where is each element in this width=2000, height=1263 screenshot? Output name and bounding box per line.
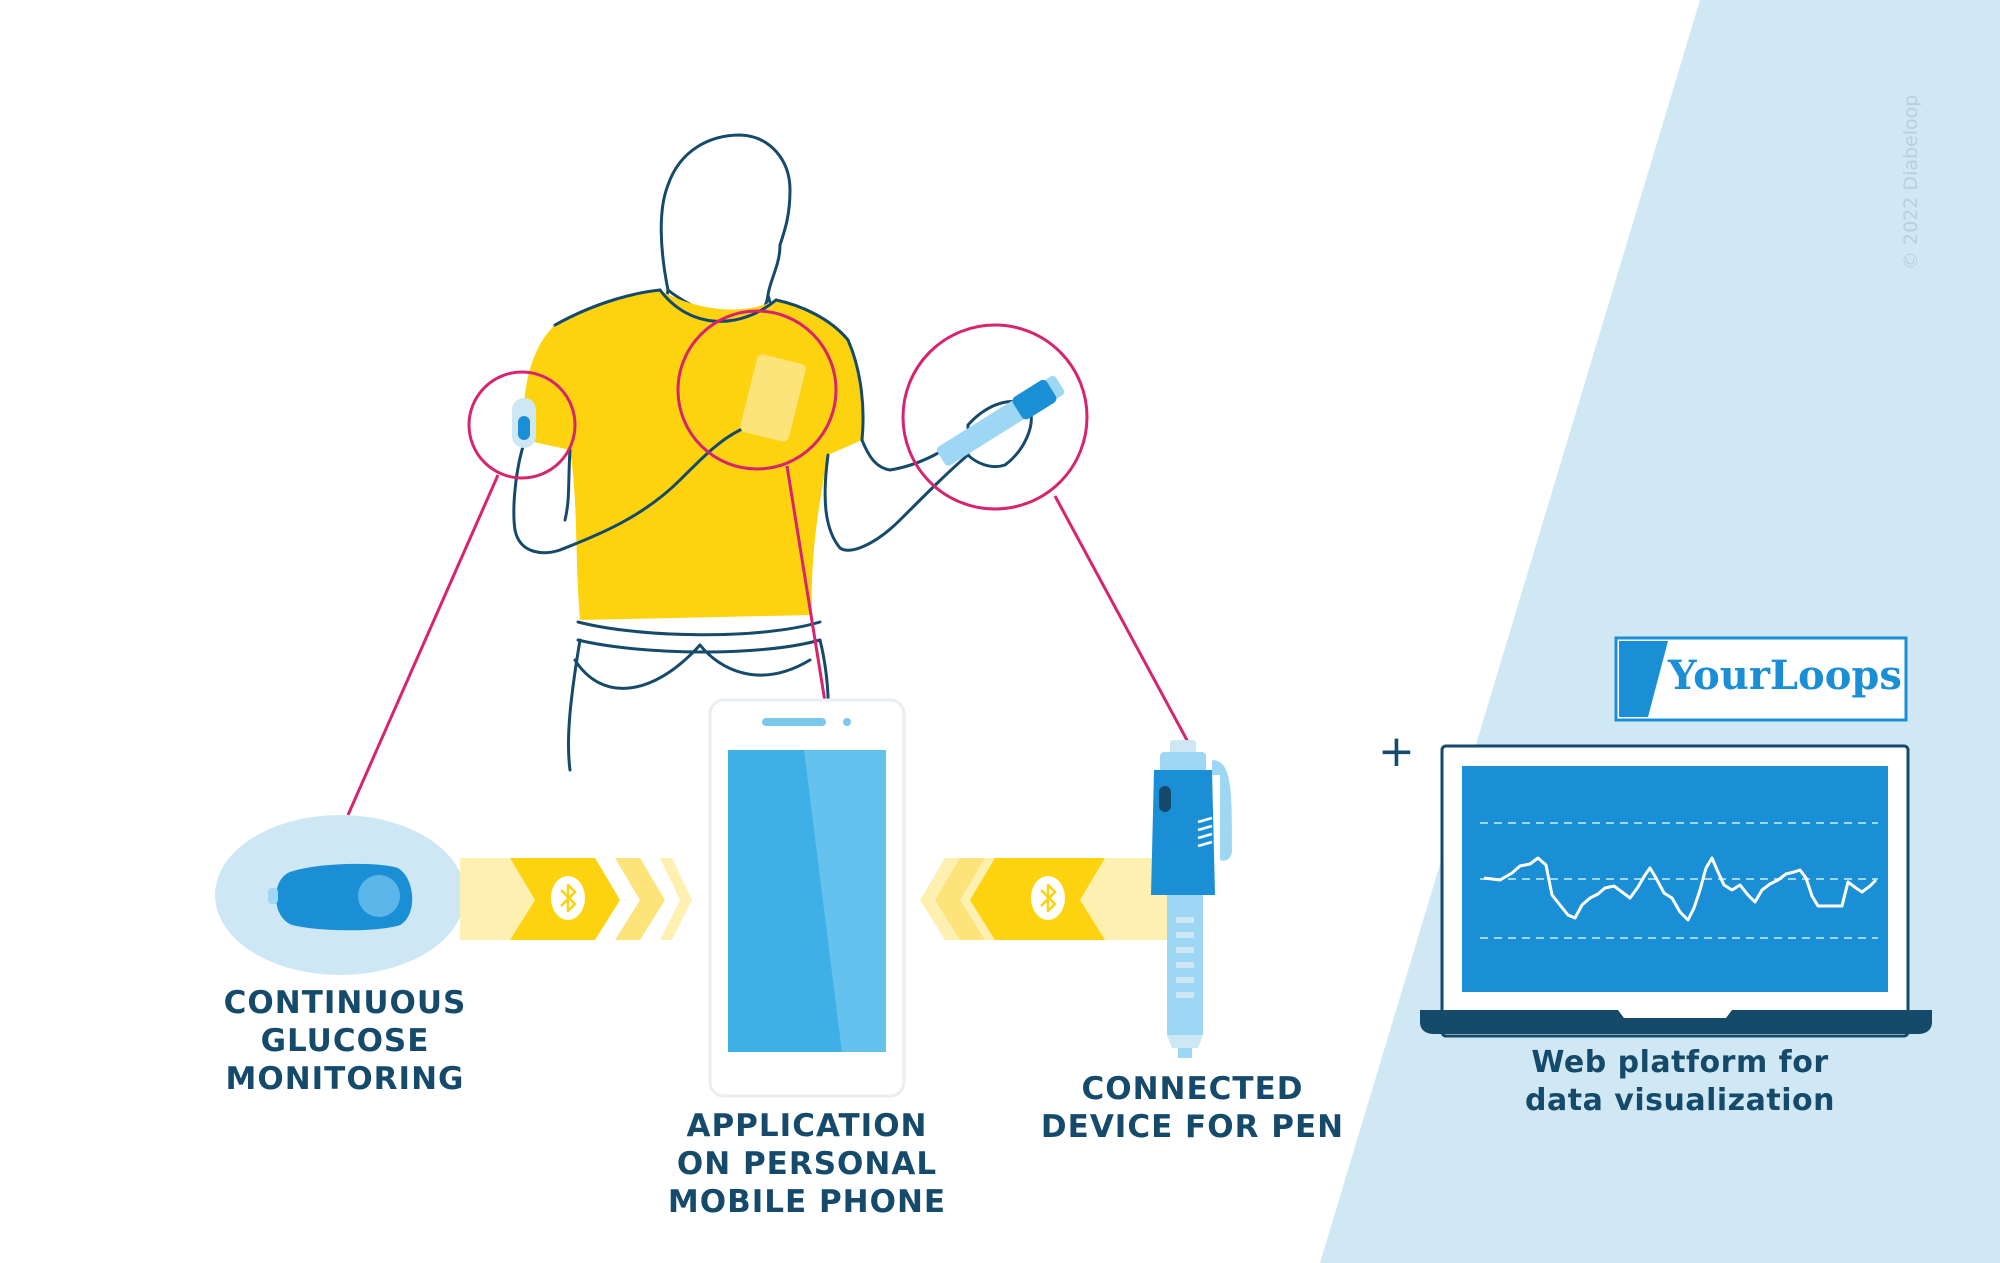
- label-web-line-1: Web platform for: [1531, 1045, 1829, 1080]
- label-app-line-1: APPLICATION: [686, 1108, 928, 1144]
- laptop: [1420, 744, 1932, 1038]
- label-pen: CONNECTED DEVICE FOR PEN: [1040, 1070, 1345, 1146]
- cgm-device-button: [358, 875, 400, 917]
- brand-name: YourLoops: [1668, 652, 1902, 699]
- label-cgm-line-3: MONITORING: [225, 1061, 465, 1097]
- label-web-line-2: data visualization: [1525, 1083, 1835, 1118]
- label-app-line-3: MOBILE PHONE: [667, 1184, 947, 1220]
- label-cgm: CONTINUOUS GLUCOSE MONITORING: [200, 984, 490, 1098]
- plus-icon: +: [1378, 726, 1415, 777]
- bluetooth-icon: [1031, 876, 1065, 920]
- copyright-text: © 2022 Diabeloop: [1900, 94, 1922, 270]
- cgm-device-tip: [268, 888, 278, 904]
- label-cgm-line-2: GLUCOSE: [260, 1023, 430, 1059]
- mobile-phone: [708, 698, 906, 1098]
- label-cgm-line-1: CONTINUOUS: [223, 985, 467, 1021]
- bluetooth-icon: [551, 876, 585, 920]
- label-app: APPLICATION ON PERSONAL MOBILE PHONE: [652, 1107, 962, 1221]
- yourloops-logo: [1614, 636, 1908, 722]
- label-pen-line-1: CONNECTED: [1081, 1071, 1304, 1107]
- label-web: Web platform for data visualization: [1510, 1044, 1850, 1120]
- label-pen-line-2: DEVICE FOR PEN: [1040, 1109, 1345, 1145]
- hand-pen: [936, 375, 1065, 466]
- insulin-pen: [1151, 740, 1232, 1058]
- label-app-line-2: ON PERSONAL: [676, 1146, 938, 1182]
- arm-sensor-dot: [518, 416, 530, 440]
- callout-circles: [346, 309, 1190, 816]
- hand-phone: [740, 354, 806, 442]
